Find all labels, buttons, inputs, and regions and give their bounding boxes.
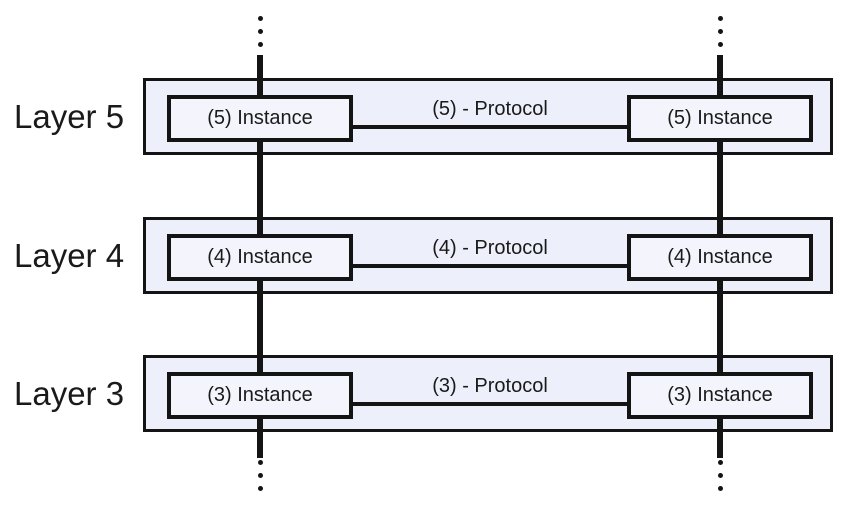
dot [717,16,723,21]
layer-row-3: Layer 3 (3) - Protocol (3) Instance (3) … [0,355,855,432]
instance-box-left: (4) Instance [167,234,353,281]
instance-box-left: (5) Instance [167,95,353,142]
instance-label: (5) Instance [667,107,773,129]
dot [717,473,723,478]
layer-row-5: Layer 5 (5) - Protocol (5) Instance (5) … [0,78,855,155]
instance-box-right: (3) Instance [627,372,813,419]
instance-box-right: (5) Instance [627,95,813,142]
dot [257,16,263,21]
instance-box-left: (3) Instance [167,372,353,419]
instance-box-right: (4) Instance [627,234,813,281]
instance-label: (5) Instance [207,107,313,129]
ellipsis-top-left-icon [257,16,263,47]
dot [717,42,723,47]
protocol-label: (5) - Protocol [432,97,548,120]
dot [257,473,263,478]
ellipsis-bottom-left-icon [257,460,263,491]
dot [257,29,263,34]
protocol-label: (4) - Protocol [432,236,548,259]
instance-label: (3) Instance [207,384,313,406]
dot [257,42,263,47]
ellipsis-top-right-icon [717,16,723,47]
layer-label: Layer 5 [14,98,125,135]
dot [257,486,263,491]
instance-label: (3) Instance [667,384,773,406]
dot [717,29,723,34]
protocol-label: (3) - Protocol [432,374,548,397]
protocol-line [353,402,627,406]
protocol-line [353,264,627,268]
layer-label: Layer 3 [14,375,125,412]
layer-row-4: Layer 4 (4) - Protocol (4) Instance (4) … [0,217,855,294]
instance-label: (4) Instance [667,246,773,268]
dot [717,486,723,491]
instance-label: (4) Instance [207,246,313,268]
dot [257,460,263,465]
layer-label: Layer 4 [14,237,125,274]
protocol-line [353,125,627,129]
ellipsis-bottom-right-icon [717,460,723,491]
dot [717,460,723,465]
